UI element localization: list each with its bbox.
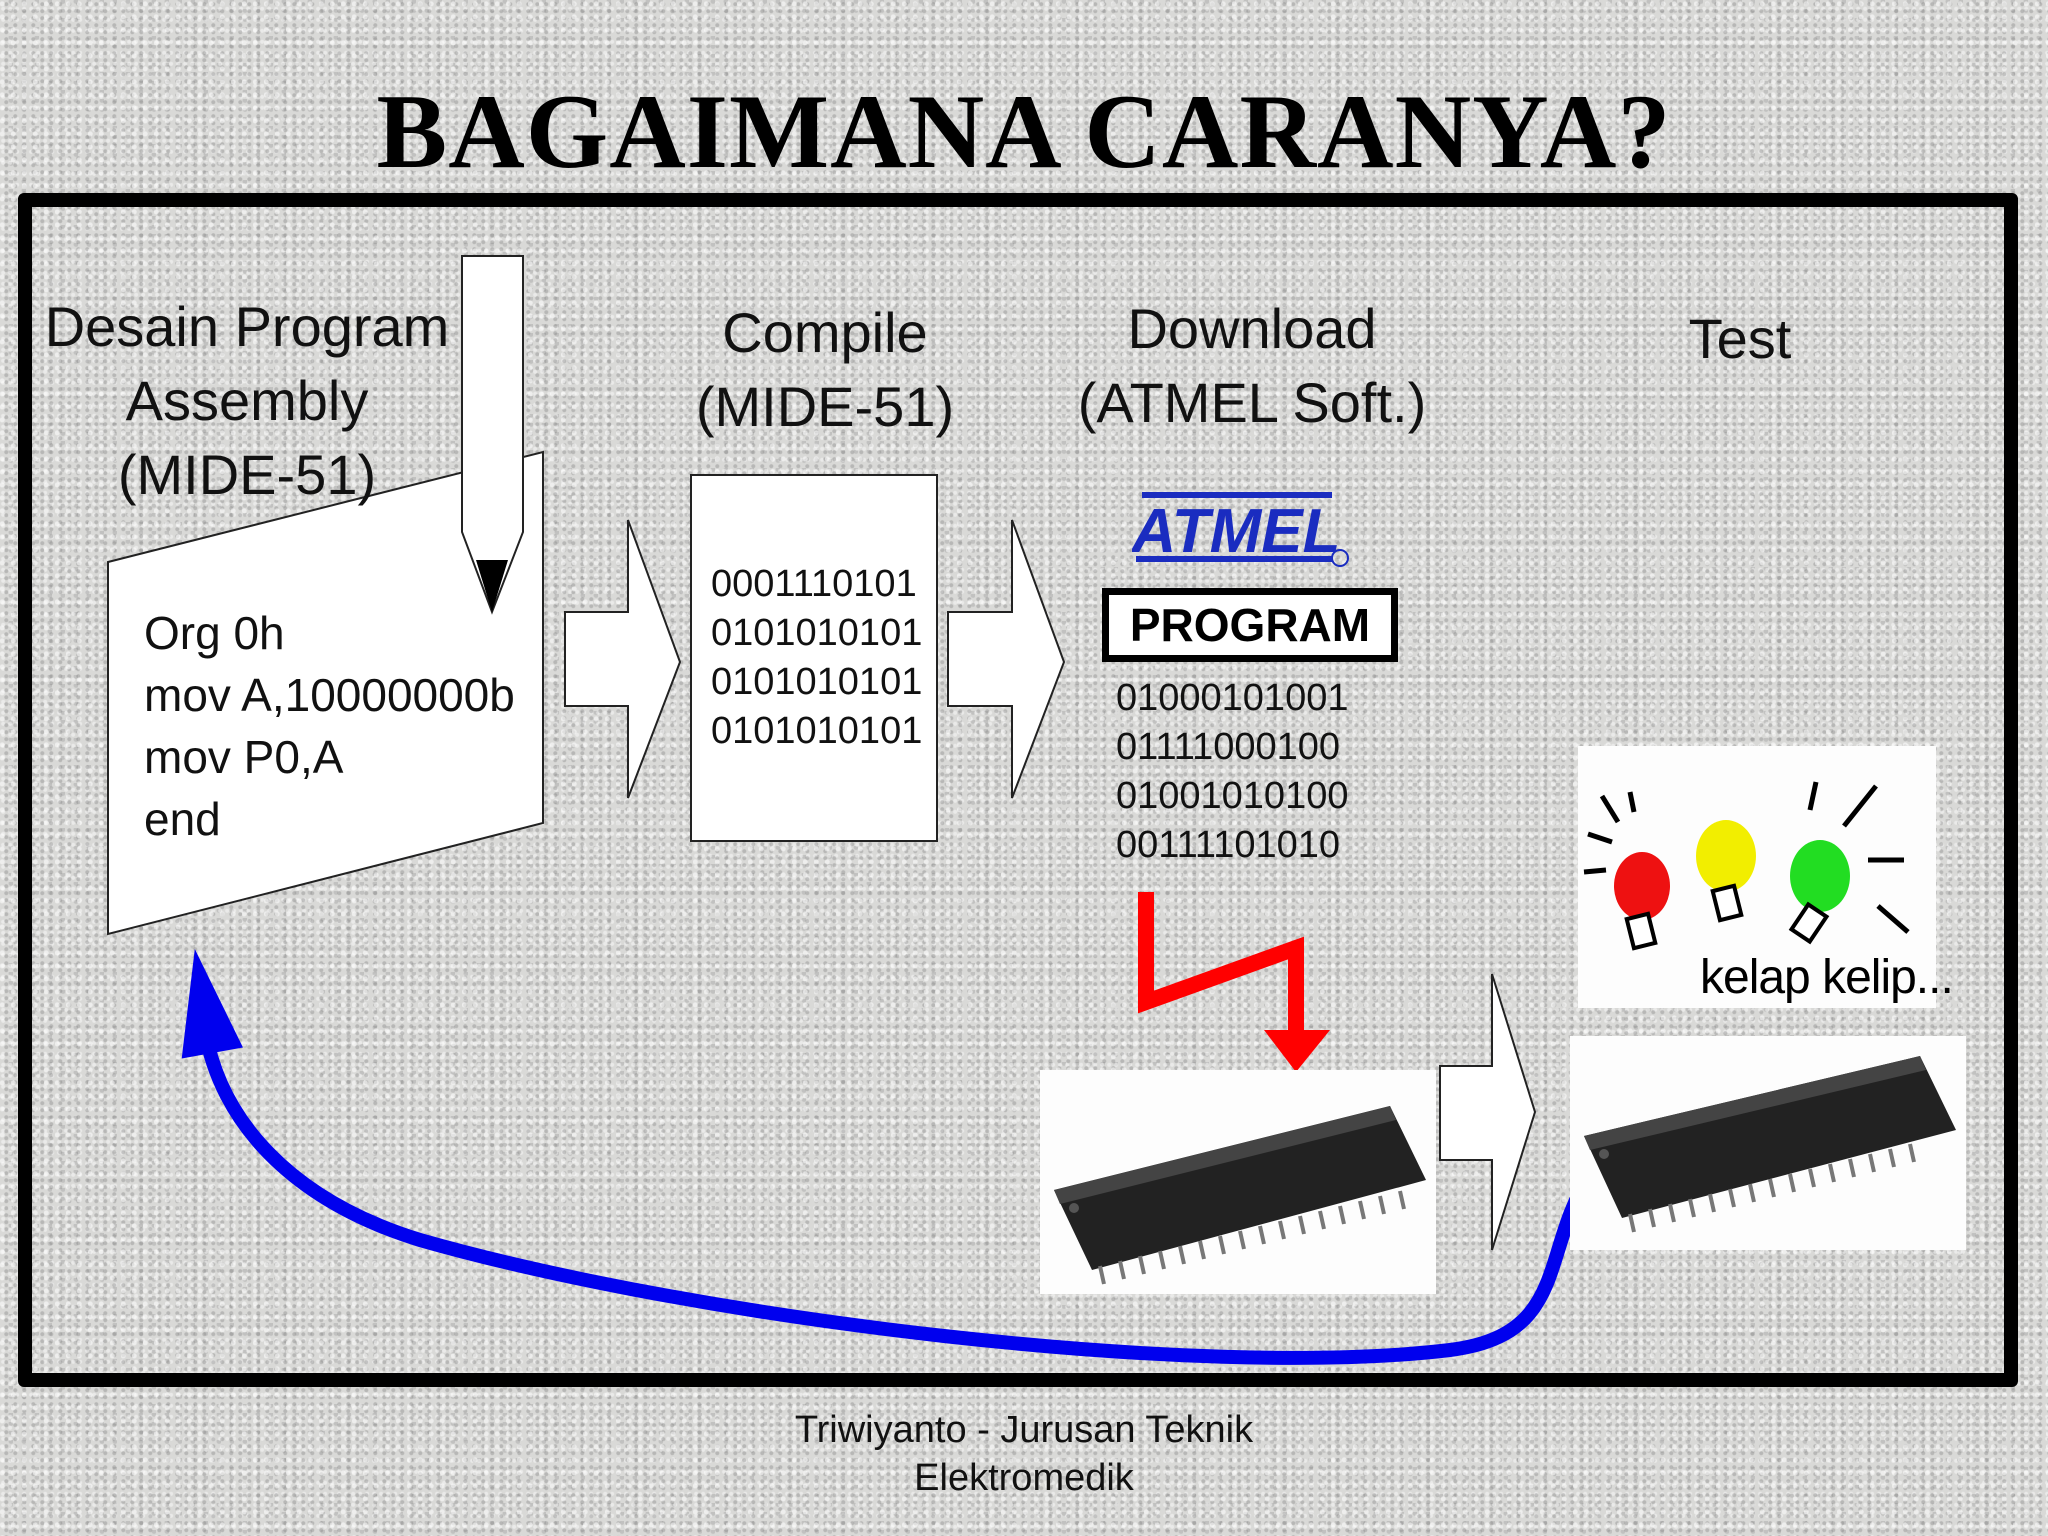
download-label-line2: (ATMEL Soft.) xyxy=(1077,371,1427,434)
led-bulb-icon xyxy=(1583,781,1910,951)
chip-icon xyxy=(1584,1056,1956,1233)
arrow-download-to-test xyxy=(1439,973,1537,1251)
compile-label-line2: (MIDE-51) xyxy=(695,375,955,438)
chip-photo-program xyxy=(1040,1070,1436,1294)
program-button[interactable]: PROGRAM xyxy=(1102,588,1398,662)
code-line-3: mov P0,A xyxy=(144,731,344,783)
footer-line1: Triwiyanto - Jurusan Teknik xyxy=(794,1409,1254,1451)
download-bits-4: 00111101010 xyxy=(1116,824,1341,866)
code-line-4: end xyxy=(144,793,221,845)
download-bits-3: 01001010100 xyxy=(1116,775,1349,817)
pencil-icon xyxy=(461,255,524,615)
atmel-logo-graphic: ATMEL xyxy=(1130,492,1349,567)
compile-bits-4: 0101010101 xyxy=(711,710,923,752)
design-label-line2: Assembly xyxy=(125,369,369,432)
code-line-1: Org 0h xyxy=(144,607,285,659)
chip-photo-test xyxy=(1570,1036,1966,1250)
compiled-hex-document xyxy=(690,474,938,842)
compile-bits-1: 0001110101 xyxy=(711,563,917,605)
slide-title: BAGAIMANA CARANYA? xyxy=(376,73,1672,190)
download-label-line1: Download xyxy=(1127,297,1377,360)
atmel-logo-text: ATMEL xyxy=(1132,497,1340,566)
diagram-frame xyxy=(18,193,2018,1387)
compile-label-line1: Compile xyxy=(722,301,928,364)
test-caption: kelap kelip... xyxy=(1700,951,1954,1004)
test-label: Test xyxy=(1688,307,1792,370)
design-label-line3: (MIDE-51) xyxy=(117,443,377,506)
atmel-logo: ATMEL xyxy=(1130,486,1352,570)
footer-line2: Elektromedik xyxy=(914,1457,1134,1499)
feedback-loop-arrow xyxy=(181,949,1597,1365)
design-label-line1: Desain Program xyxy=(44,295,450,358)
arrow-compile-to-download xyxy=(947,519,1066,799)
footer: Triwiyanto - Jurusan Teknik Elektromedik xyxy=(724,1406,1324,1502)
chip-icon xyxy=(1054,1106,1426,1285)
led-blink-picture xyxy=(1578,746,1936,1008)
compile-bits-2: 0101010101 xyxy=(711,612,923,654)
code-line-2: mov A,10000000b xyxy=(144,669,515,721)
download-bits-1: 01000101001 xyxy=(1116,677,1349,719)
compile-bits-3: 0101010101 xyxy=(711,661,923,703)
assembly-document-shape xyxy=(107,450,544,936)
arrow-design-to-compile xyxy=(564,519,682,799)
flash-arrow xyxy=(1138,892,1330,1072)
download-bits-2: 01111000100 xyxy=(1116,726,1341,768)
